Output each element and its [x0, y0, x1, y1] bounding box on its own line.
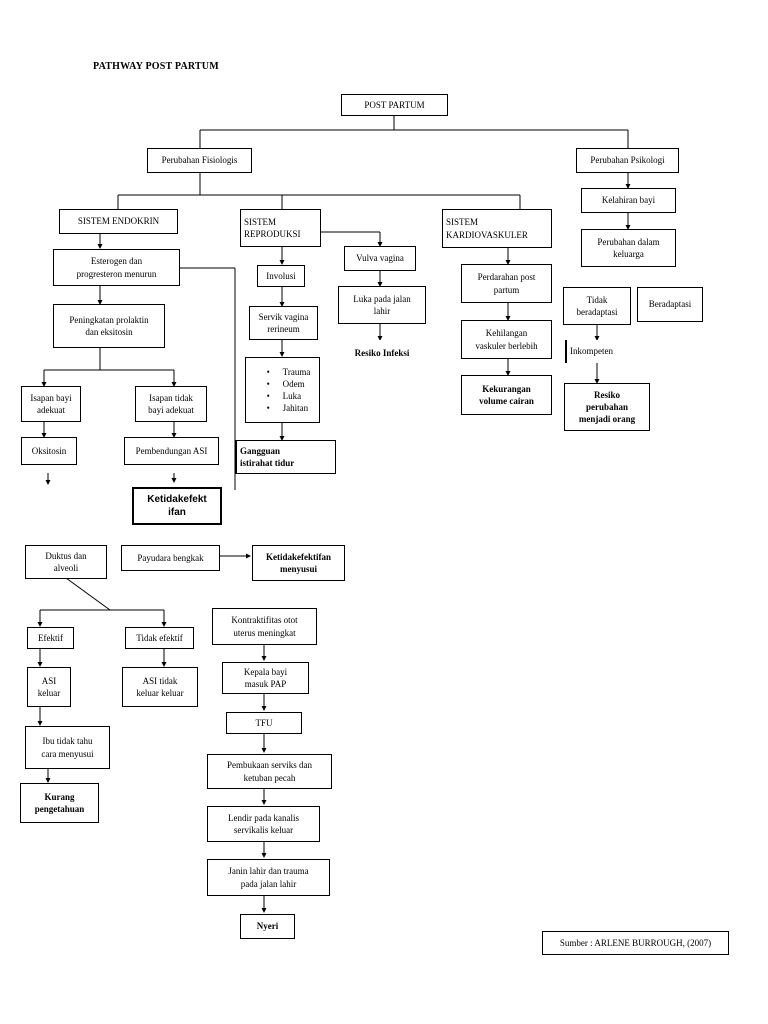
node-lendir: Lendir pada kanalis servikalis keluar [207, 806, 320, 842]
node-vulva-vagina: Vulva vagina [344, 246, 416, 271]
node-nyeri: Nyeri [240, 914, 295, 939]
page-title: PATHWAY POST PARTUM [93, 61, 219, 72]
node-pembukaan-serviks: Pembukaan serviks dan ketuban pecah [207, 754, 332, 789]
node-servik-vagina: Servik vagina rerineum [249, 306, 318, 340]
node-kekurangan-volume: Kekurangan volume cairan [461, 375, 552, 415]
node-sistem-reproduksi: SISTEM REPRODUKSI [240, 209, 321, 247]
bullet-item: Jahitan [267, 402, 311, 414]
bullet-item: Luka [267, 390, 311, 402]
node-perubahan-keluarga: Perubahan dalam keluarga [581, 229, 676, 267]
node-asi-keluar: ASI keluar [27, 667, 71, 707]
source-citation: Sumber : ARLENE BURROUGH, (2007) [542, 931, 729, 955]
node-payudara-bengkak: Payudara bengkak [121, 545, 220, 571]
node-oksitosin: Oksitosin [21, 437, 77, 465]
node-kurang-pengetahuan: Kurang pengetahuan [20, 783, 99, 823]
bullet-item: Odem [267, 378, 311, 390]
node-kontraktifitas: Kontraktifitas otot uterus meningkat [212, 608, 317, 645]
node-tidak-efektif: Tidak efektif [125, 627, 194, 649]
node-resiko-infeksi: Resiko Infeksi [344, 340, 420, 366]
node-kepala-bayi: Kepala bayi masuk PAP [222, 662, 309, 694]
node-sistem-endokrin: SISTEM ENDOKRIN [59, 209, 178, 234]
node-esterogen: Esterogen dan progresteron menurun [53, 249, 180, 286]
node-tfu: TFU [226, 712, 302, 734]
node-pembendungan-asi: Pembendungan ASI [124, 437, 219, 465]
node-perubahan-psikologi: Perubahan Psikologi [576, 148, 679, 173]
node-resiko-perubahan: Resiko perubahan menjadi orang [564, 383, 650, 431]
node-ketidakefektifan-menyusui: Ketidakefektifan menyusui [252, 545, 345, 581]
node-ketidakefektifan: Ketidakefekt ifan [132, 487, 222, 525]
node-duktus-alveoli: Duktus dan alveoli [25, 545, 107, 579]
node-peningkatan-prolaktin: Peningkatan prolaktin dan eksitosin [53, 304, 165, 348]
node-post-partum: POST PARTUM [341, 94, 448, 116]
node-kehilangan-vaskuler: Kehilangan vaskuler berlebih [461, 320, 552, 359]
node-isapan-adekuat: Isapan bayi adekuat [21, 386, 81, 422]
node-asi-tidak-keluar: ASI tidak keluar keluar [122, 667, 198, 707]
bullet-item: Trauma [267, 366, 311, 378]
node-gangguan-istirahat: Gangguan istirahat tidur [235, 440, 336, 474]
node-ibu-tidak-tahu: Ibu tidak tahu cara menyusui [25, 726, 110, 769]
node-luka-jalan-lahir: Luka pada jalan lahir [338, 286, 426, 324]
node-sistem-kardiovaskuler: SISTEM KARDIOVASKULER [442, 209, 552, 248]
node-perubahan-fisiologis: Perubahan Fisiologis [147, 148, 252, 173]
node-isapan-tidak-adekuat: Isapan tidak bayi adekuat [135, 386, 207, 422]
node-efektif: Efektif [27, 627, 74, 649]
node-involusi: Involusi [257, 265, 305, 287]
trauma-bullet-list: Trauma Odem Luka Jahitan [255, 366, 311, 415]
node-trauma-list: Trauma Odem Luka Jahitan [245, 357, 320, 423]
node-perdarahan: Perdarahan post partum [461, 264, 552, 303]
node-beradaptasi: Beradaptasi [637, 287, 703, 322]
node-kelahiran-bayi: Kelahiran bayi [581, 188, 676, 213]
node-tidak-beradaptasi: Tidak beradaptasi [563, 287, 631, 325]
node-janin-lahir: Janin lahir dan trauma pada jalan lahir [207, 859, 330, 896]
node-inkompeten: Inkompeten [565, 340, 637, 363]
